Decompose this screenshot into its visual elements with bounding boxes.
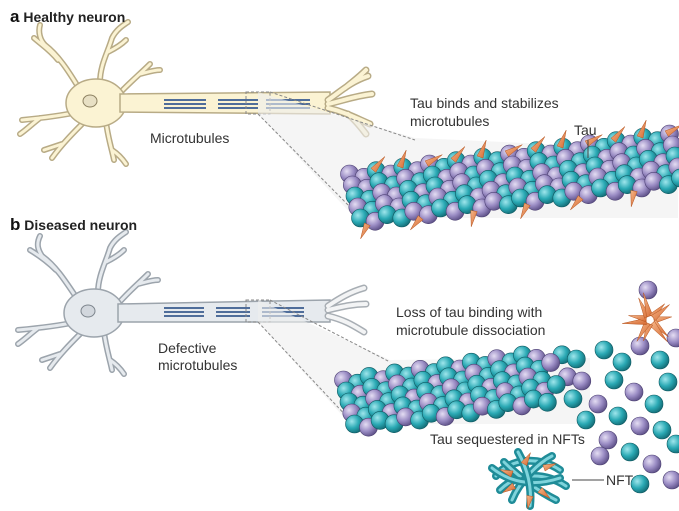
panel-a-title: Healthy neuron (23, 9, 125, 25)
free-tubulin (667, 435, 679, 453)
free-tubulin (613, 353, 631, 371)
dissociated-tubulin (577, 281, 679, 493)
free-tubulin (625, 383, 643, 401)
free-tubulin (631, 417, 649, 435)
panel-a-letter: a (10, 7, 19, 26)
nft-label: NFT (606, 472, 633, 489)
free-tubulin (621, 443, 639, 461)
tau-protein (471, 210, 477, 226)
defective-line1: Defective (158, 340, 216, 357)
tubulin-subunit (567, 350, 585, 368)
free-tubulin (599, 431, 617, 449)
tubulin-subunit (547, 376, 565, 394)
nft-tangle (492, 452, 566, 509)
free-tubulin (605, 371, 623, 389)
tau-desc-line1: Tau binds and stabilizes (410, 95, 559, 112)
microtubules-label: Microtubules (150, 130, 229, 147)
free-tubulin (667, 329, 679, 347)
free-tubulin (645, 395, 663, 413)
diseased-nucleus (81, 305, 95, 317)
tubulin-subunit (538, 393, 556, 411)
free-tubulin (609, 407, 627, 425)
defective-line2: microtubules (158, 357, 237, 374)
free-tubulin (643, 455, 661, 473)
healthy-nucleus (83, 95, 97, 107)
tau-label: Tau (574, 122, 597, 139)
loss-line2: microtubule dissociation (396, 322, 545, 339)
free-tubulin (631, 475, 649, 493)
panel-b-title: Diseased neuron (24, 217, 137, 233)
tubulin-subunit (573, 372, 591, 390)
tau-aggregate (622, 293, 671, 342)
loss-line1: Loss of tau binding with (396, 304, 542, 321)
free-tubulin (659, 373, 677, 391)
free-tubulin (639, 281, 657, 299)
tubulin-subunit (564, 390, 582, 408)
sequestered-label: Tau sequestered in NFTs (430, 431, 585, 448)
free-tubulin (595, 341, 613, 359)
free-tubulin (591, 447, 609, 465)
panel-b-letter: b (10, 215, 20, 234)
free-tubulin (651, 351, 669, 369)
free-tubulin (631, 337, 649, 355)
tubulin-subunit (542, 354, 560, 372)
free-tubulin (663, 471, 679, 489)
free-tubulin (589, 395, 607, 413)
free-tubulin (577, 411, 595, 429)
tau-desc-line2: microtubules (410, 113, 489, 130)
free-tubulin (653, 421, 671, 439)
